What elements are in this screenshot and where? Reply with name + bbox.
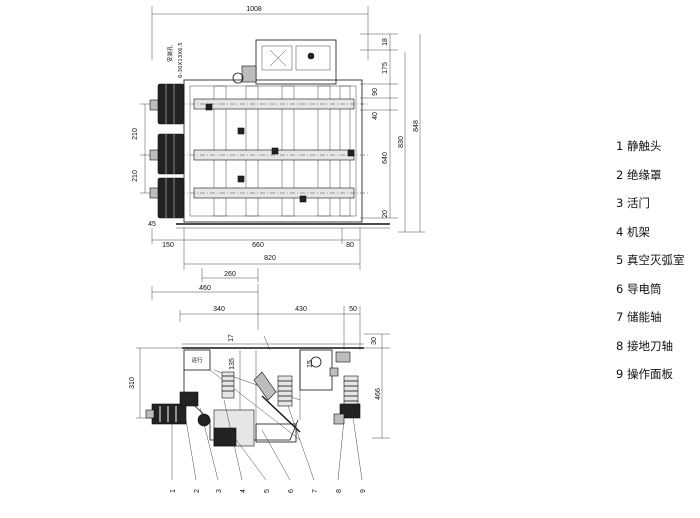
callout-2: 2 xyxy=(194,489,201,493)
callout-8: 8 xyxy=(336,489,343,493)
dim-30: 30 xyxy=(371,337,378,345)
hole-spec: 6-30X13X6.5 xyxy=(178,42,184,78)
legend-num: 5 xyxy=(616,253,624,267)
legend-label: 接地刀轴 xyxy=(626,338,673,353)
parts-legend: 1 静触头 2 绝缘罩 3 活门 4 机架 5 真空灭弧室 6 导电筒 7 储能… xyxy=(616,132,700,389)
dim-175: 175 xyxy=(382,62,389,74)
legend-label: 储能轴 xyxy=(626,310,662,324)
hole-label: 安装孔 xyxy=(166,45,174,62)
dim-460: 460 xyxy=(199,285,211,292)
mechanism-box xyxy=(255,39,337,85)
legend-item: 2 绝缘罩 xyxy=(616,161,700,190)
dim-80: 80 xyxy=(346,242,354,249)
callout-9: 9 xyxy=(360,489,367,493)
dim-45: 45 xyxy=(148,221,156,228)
dim-466: 466 xyxy=(375,388,382,400)
legend-label: 操作面板 xyxy=(626,367,673,381)
dim-820: 820 xyxy=(264,255,276,262)
dim-340: 340 xyxy=(213,306,225,313)
callouts: 1 2 3 4 5 6 7 8 9 xyxy=(170,399,367,493)
legend-num: 7 xyxy=(616,310,624,324)
dim-18: 18 xyxy=(382,38,389,46)
legend-item: 7 储能轴 xyxy=(616,303,700,332)
legend-num: 2 xyxy=(616,167,624,182)
dim-40: 40 xyxy=(372,112,379,120)
legend-label: 绝缘罩 xyxy=(626,167,662,182)
legend-num: 4 xyxy=(616,224,624,239)
callout-5: 5 xyxy=(264,489,271,493)
legend-num: 8 xyxy=(616,338,624,353)
dim-150: 150 xyxy=(162,242,174,249)
callout-7: 7 xyxy=(312,489,319,493)
legend-label: 静触头 xyxy=(626,139,662,153)
legend-item: 1 静触头 xyxy=(616,132,700,161)
dim-width-total: 1008 xyxy=(246,6,262,13)
dim-15: 15 xyxy=(307,360,314,368)
dim-90: 90 xyxy=(372,88,379,96)
callout-1: 1 xyxy=(170,489,177,493)
callout-3: 3 xyxy=(216,489,223,493)
legend-label: 导电筒 xyxy=(626,281,662,296)
legend-item: 6 导电筒 xyxy=(616,275,700,304)
dim-17: 17 xyxy=(228,334,235,342)
dim-210-b: 210 xyxy=(132,170,139,182)
static-contact xyxy=(145,391,211,427)
legend-item: 3 活门 xyxy=(616,189,700,218)
panel-text: 运行 xyxy=(191,356,203,364)
dim-135: 135 xyxy=(229,358,236,370)
legend-num: 6 xyxy=(616,281,624,296)
legend-item: 5 真空灭弧室 xyxy=(616,246,700,275)
dim-20: 20 xyxy=(382,210,389,218)
dim-310: 310 xyxy=(129,377,136,389)
callout-6: 6 xyxy=(288,489,295,493)
legend-label: 真空灭弧室 xyxy=(626,253,685,267)
legend-item: 9 操作面板 xyxy=(616,360,700,389)
legend-num: 9 xyxy=(616,367,624,381)
panel-box xyxy=(183,349,211,371)
spring xyxy=(221,371,359,407)
dim-830: 830 xyxy=(398,136,405,148)
dim-260: 260 xyxy=(224,271,236,278)
dim-640: 640 xyxy=(382,152,389,164)
callout-4: 4 xyxy=(240,489,247,493)
insulator-stack xyxy=(149,83,185,219)
legend-label: 机架 xyxy=(626,224,650,239)
dim-660: 660 xyxy=(252,242,264,249)
dim-210-a: 210 xyxy=(132,128,139,140)
legend-label: 活门 xyxy=(626,196,650,210)
legend-num: 3 xyxy=(616,196,624,210)
top-view: 1008 安装孔 6-30X13X6.5 xyxy=(132,6,425,282)
dim-848: 848 xyxy=(413,120,420,132)
legend-item: 8 接地刀轴 xyxy=(616,332,700,361)
dim-50: 50 xyxy=(349,306,357,313)
side-view: 460 340 430 50 17 30 466 310 运行 xyxy=(129,284,390,493)
dim-430: 430 xyxy=(295,306,307,313)
legend-num: 1 xyxy=(616,139,624,153)
legend-item: 4 机架 xyxy=(616,218,700,247)
